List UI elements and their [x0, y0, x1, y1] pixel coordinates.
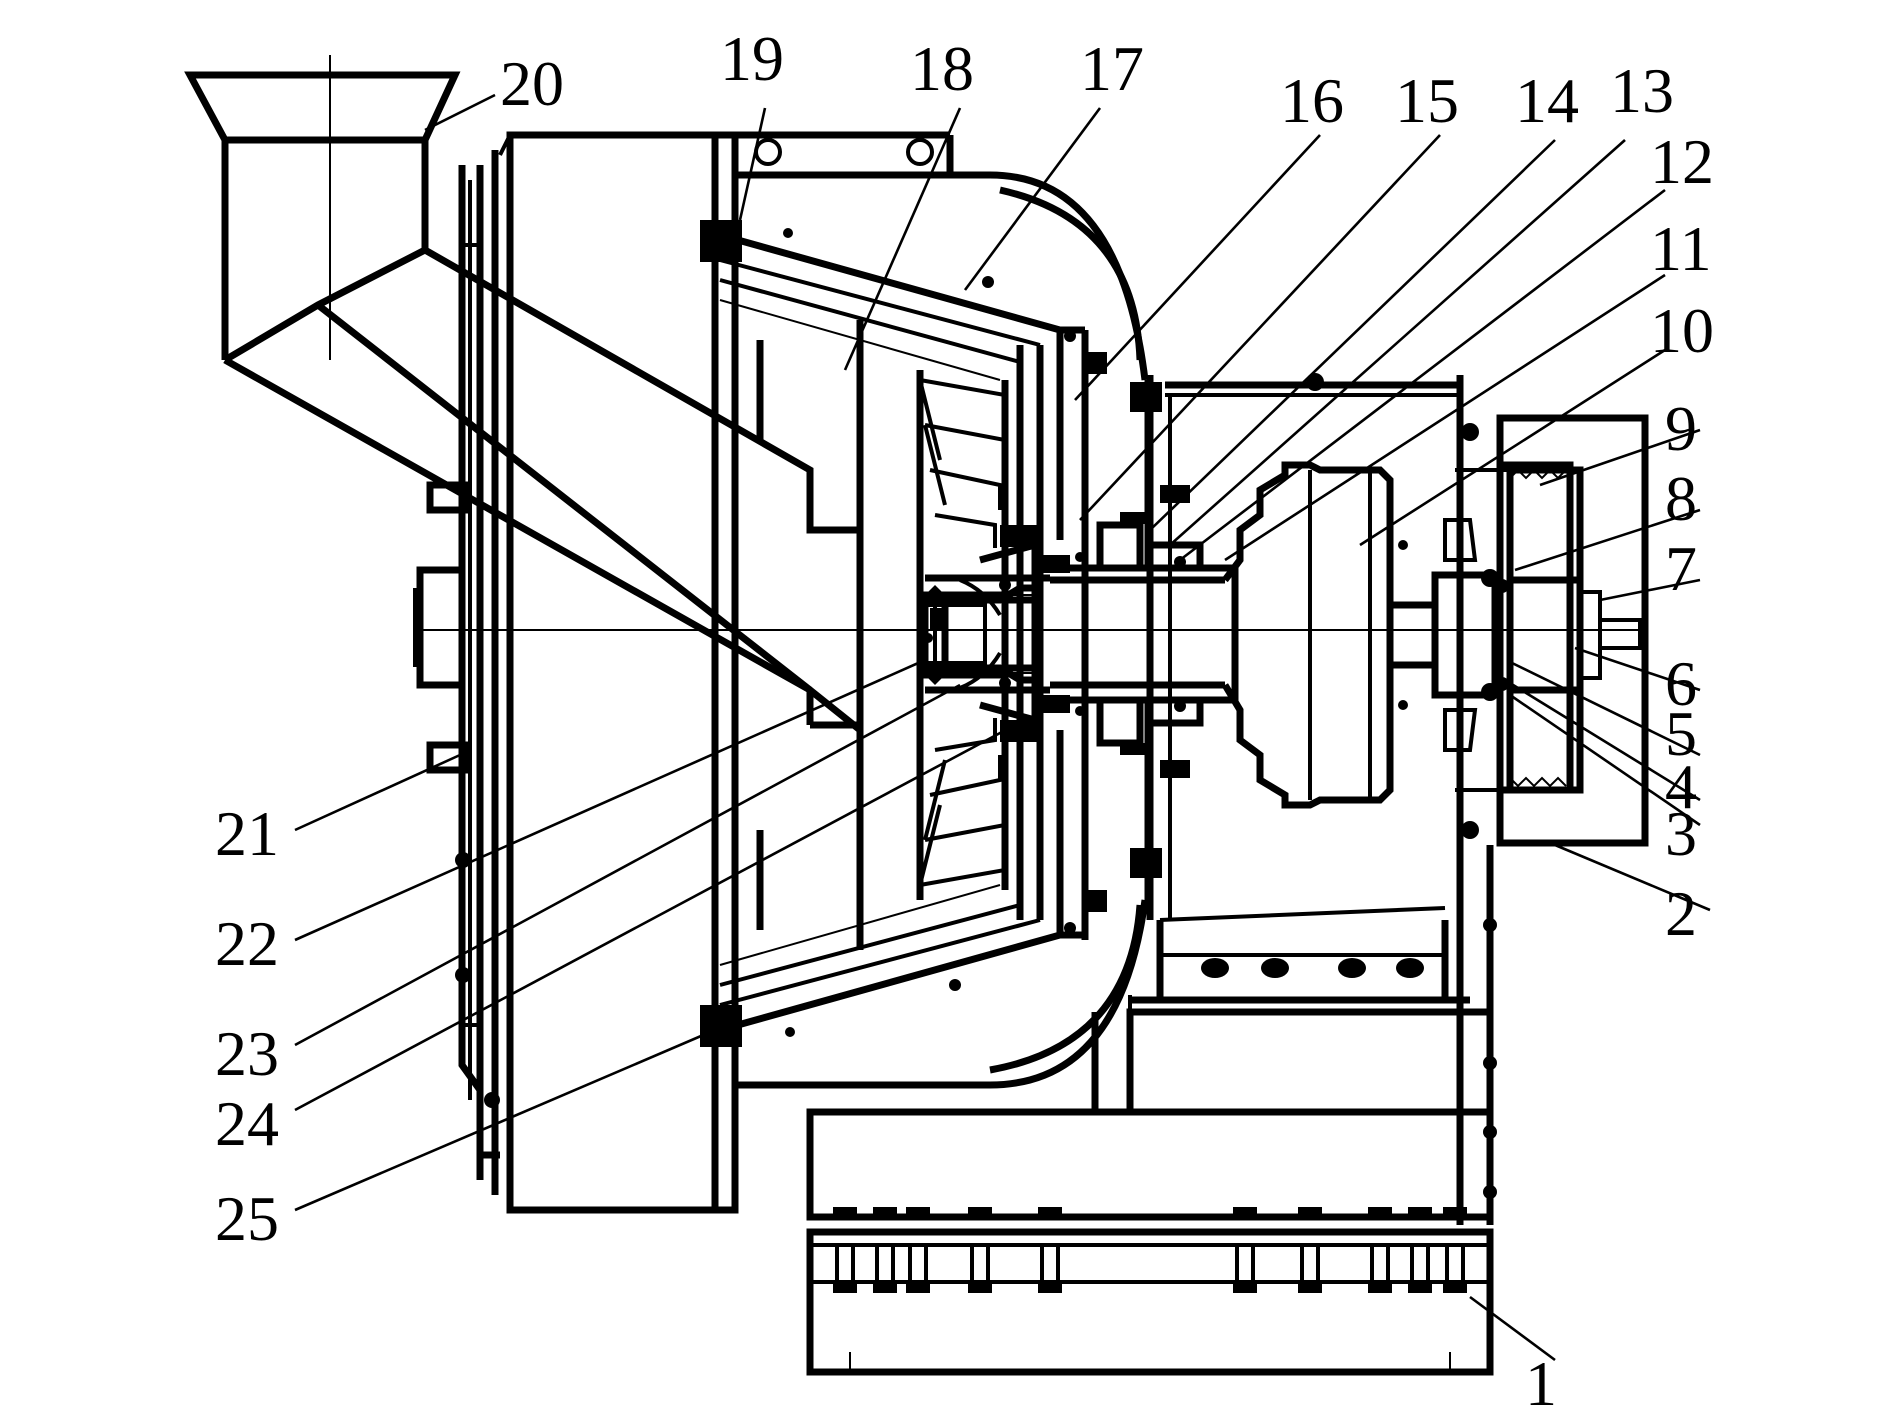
base-bolt-head	[1408, 1207, 1432, 1219]
callout-labels: 1 2 3 4 5 6 7 8 9 10 11 12 13 14 15 16 1…	[215, 23, 1714, 1417]
end-plate	[413, 131, 739, 1214]
base-bolt-head	[1368, 1207, 1392, 1219]
callout-25: 25	[215, 1183, 279, 1254]
feed-hopper	[184, 55, 864, 738]
base-bolt-head	[906, 1207, 930, 1219]
callout-1: 1	[1525, 1348, 1557, 1417]
support-bracket	[1091, 845, 1497, 1225]
callout-24: 24	[215, 1088, 279, 1159]
belt-pulley	[1496, 461, 1574, 794]
base-bolt-nut	[1233, 1283, 1257, 1293]
callout-15: 15	[1395, 65, 1459, 136]
callout-12: 12	[1650, 126, 1714, 197]
base-bolt-nut	[873, 1283, 897, 1293]
callout-10: 10	[1650, 295, 1714, 366]
shaft-assembly	[1050, 461, 1642, 809]
base-bolt-nut	[906, 1283, 930, 1293]
base-bolt-head	[968, 1207, 992, 1219]
base-bolt-shank	[908, 1243, 928, 1284]
base-bolt-head	[873, 1207, 897, 1219]
base-bolt-shank	[1040, 1243, 1060, 1284]
callout-6: 6	[1665, 648, 1697, 719]
bearing-housing	[1146, 373, 1649, 920]
callout-3: 3	[1665, 798, 1697, 869]
base-bolt-shank	[1370, 1243, 1390, 1284]
base-bolt-shank	[875, 1243, 895, 1284]
callout-5: 5	[1665, 698, 1697, 769]
base-bolt-head	[1298, 1207, 1322, 1219]
rotor-hub	[921, 525, 1070, 742]
base-bolt-nut	[968, 1283, 992, 1293]
callout-18: 18	[910, 33, 974, 104]
callout-17: 17	[1080, 33, 1144, 104]
callout-9: 9	[1665, 393, 1697, 464]
base-bolt-nut	[1038, 1283, 1062, 1293]
callout-22: 22	[215, 908, 279, 979]
base-bolt-nut	[1298, 1283, 1322, 1293]
callout-4: 4	[1665, 751, 1697, 822]
callout-2: 2	[1665, 878, 1697, 949]
callout-8: 8	[1665, 463, 1697, 534]
base-bolt-nut	[833, 1283, 857, 1293]
rotor-blades	[756, 320, 1009, 950]
base-bolt-head	[1038, 1207, 1062, 1219]
base-bolt-head	[833, 1207, 857, 1219]
base-bolt-shank	[1235, 1243, 1255, 1284]
callout-14: 14	[1515, 65, 1579, 136]
base-bolt-nut	[1408, 1283, 1432, 1293]
base-bolt-shank	[835, 1243, 855, 1284]
leader-lines	[294, 93, 1711, 1362]
callout-19: 19	[720, 23, 784, 94]
callout-23: 23	[215, 1018, 279, 1089]
callout-20: 20	[500, 48, 564, 119]
callout-16: 16	[1280, 65, 1344, 136]
base-bolt-shank	[1300, 1243, 1320, 1284]
callout-21: 21	[215, 798, 279, 869]
base-bolt-shank	[1410, 1243, 1430, 1284]
callout-7: 7	[1665, 533, 1697, 604]
callout-13: 13	[1610, 55, 1674, 126]
flange-set	[1075, 380, 1204, 905]
callout-11: 11	[1650, 213, 1712, 284]
base-frame	[806, 1108, 1494, 1376]
base-bolt-shank	[970, 1243, 990, 1284]
base-bolt-head	[1233, 1207, 1257, 1219]
base-bolt-nut	[1443, 1283, 1467, 1293]
base-bolt-shank	[1445, 1243, 1465, 1284]
base-bolt-nut	[1368, 1283, 1392, 1293]
